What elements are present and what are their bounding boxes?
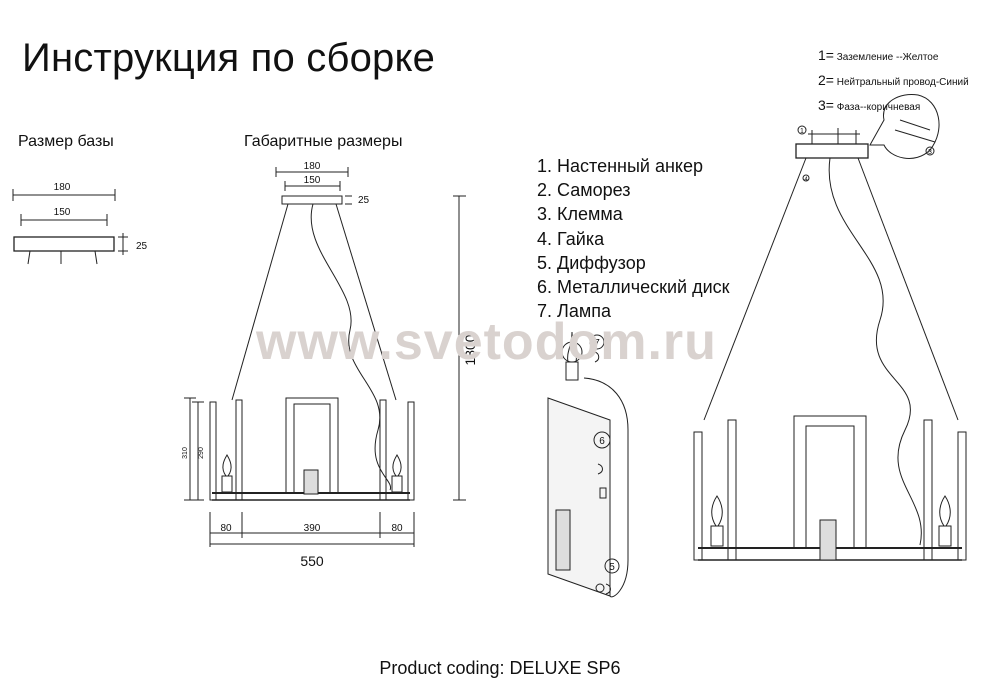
callout-6-label: 6 [599,436,605,447]
watermark-text: www.svetodom.ru [256,313,717,371]
wire-legend-num: 2= [818,72,834,88]
side-height-1-label: 310 [182,447,189,459]
seg-right-label: 80 [391,523,403,534]
wire-legend-num: 3= [818,97,834,113]
parts-list-item: 5. Диффузор [537,252,646,273]
product-code-footer: Product coding: DELUXE SP6 [379,658,621,678]
seg-left-label: 80 [220,523,232,534]
wire-legend-text: Заземление --Желтое [836,52,939,63]
base-size-heading: Размер базы [18,133,114,150]
parts-list-item: 2. Саморез [537,180,631,201]
wire-legend-text: Нейтральный провод-Синий [836,77,969,88]
canopy-outer-label: 180 [304,161,321,172]
wire-legend-item: 3= Фаза--коричневая [818,94,969,119]
parts-list-item: 3. Клемма [537,204,623,225]
wire-legend-num: 1= [818,47,834,63]
parts-list-item: 4. Гайка [537,228,605,249]
canopy-inner-label: 150 [304,175,321,186]
callout-1-label: 1 [800,128,804,135]
callout-7-label: 7 [594,338,600,349]
parts-list: 1. Настенный анкер 2. Саморез 3. Клемма … [537,154,730,323]
callout-5-label: 5 [609,562,615,573]
assembled-fixture-drawing: 1 4 3 [693,93,967,561]
wire-legend-text: Фаза--коричневая [836,102,921,113]
parts-list-item: 1. Настенный анкер [537,156,703,176]
overall-dims-heading: Габаритные размеры [244,133,403,150]
wire-legend-item: 1= Заземление --Желтое [818,44,969,69]
base-width-inner-label: 150 [54,207,71,218]
overall-dims-drawing: 180 150 25 1300 310 290 [182,161,478,569]
shade-exploded-view: 7 6 5 [547,331,629,598]
parts-list-item: 7. Лампа [537,301,611,322]
base-size-drawing: 180 150 25 [12,182,148,265]
total-width-label: 550 [300,553,324,569]
callout-5-circle [604,558,620,574]
callout-6-circle [593,431,611,449]
wire-legend: 1= Заземление --Желтое 2= Нейтральный пр… [818,44,969,119]
page-title: Инструкция по сборке [22,36,436,80]
base-height-label: 25 [136,241,148,252]
base-width-outer-label: 180 [54,182,71,193]
callout-4-label: 4 [804,177,808,183]
canopy-height-label: 25 [358,195,370,206]
callout-7-circle [589,334,605,350]
callout-3-label: 3 [928,149,932,156]
total-height-label: 1300 [462,334,478,365]
seg-mid-label: 390 [304,523,321,534]
wire-legend-item: 2= Нейтральный провод-Синий [818,69,969,94]
side-height-2-label: 290 [198,447,205,459]
parts-list-item: 6. Металлический диск [537,277,730,298]
